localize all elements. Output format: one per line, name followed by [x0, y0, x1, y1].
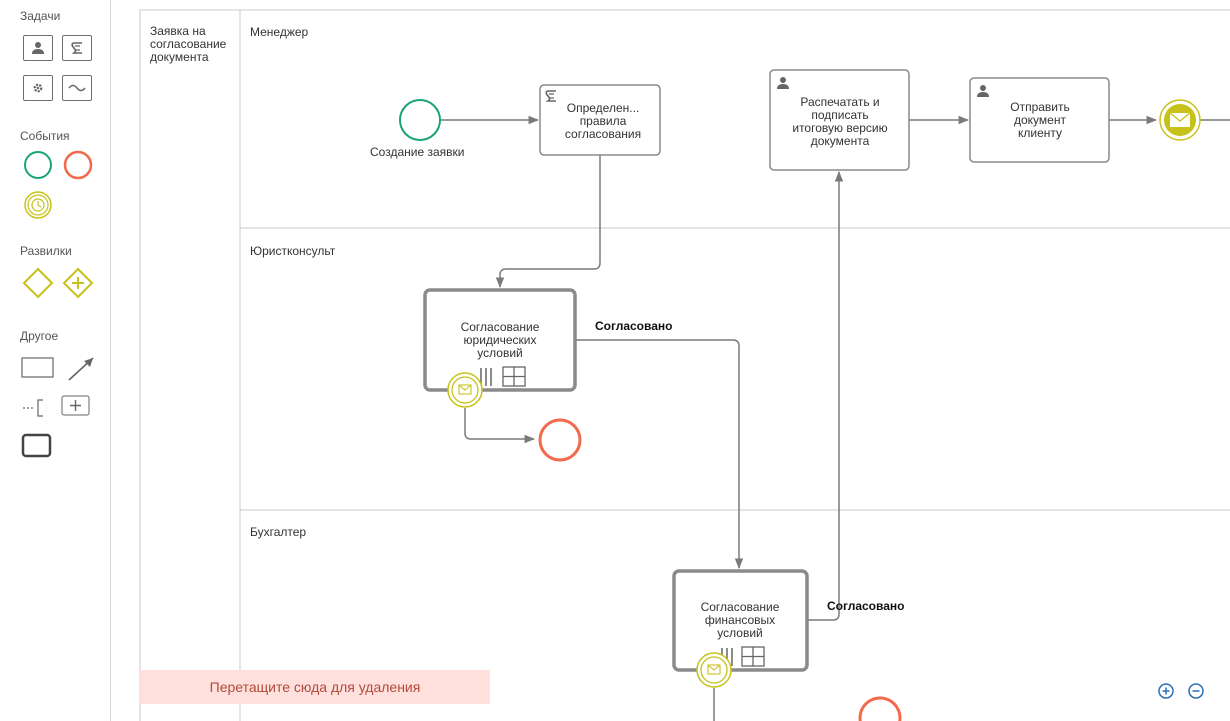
exclusive-gateway-tool[interactable]	[22, 267, 54, 299]
task-rules-shape[interactable]	[539, 84, 661, 156]
parallel-gateway-tool[interactable]	[62, 267, 94, 299]
flow-label-finance-approved: Согласовано	[827, 599, 905, 613]
task-send-label: Отправить документ клиенту	[1010, 99, 1070, 140]
group-tool[interactable]	[21, 433, 53, 459]
subprocess-finance-label: Согласование финансовых условий	[700, 599, 780, 640]
bpmn-diagram	[139, 9, 1230, 721]
flow-finance-to-print[interactable]	[807, 170, 844, 621]
end-event-legal[interactable]	[538, 418, 582, 462]
wave-icon	[68, 84, 86, 92]
user-icon	[32, 42, 44, 54]
script-icon	[545, 90, 556, 102]
task-print-label: Распечатать и подписать итоговую версию …	[792, 95, 888, 148]
flow-label-legal-approved: Согласовано	[595, 319, 673, 333]
delete-drop-zone-label: Перетащите сюда для удаления	[209, 679, 421, 695]
flow-legal-to-finance[interactable]	[575, 339, 744, 570]
palette-gateways-title: Развилки	[20, 244, 72, 258]
service-task-tool[interactable]	[23, 75, 53, 101]
subprocess-legal-shape[interactable]	[423, 288, 577, 392]
collapsed-marker-icon[interactable]	[741, 646, 765, 667]
task-print-shape[interactable]	[769, 69, 910, 171]
end-event-tool[interactable]	[63, 150, 93, 180]
flow-legal-boundary-to-end[interactable]	[464, 408, 536, 444]
lane-label-manager: Менеджер	[250, 25, 309, 39]
annotation-tool[interactable]	[21, 396, 47, 418]
element-palette: Задачи События Развилки Другое	[0, 0, 111, 721]
zoom-out-icon[interactable]	[1188, 683, 1204, 699]
user-icon	[777, 77, 789, 89]
start-event[interactable]	[399, 99, 441, 141]
subprocess-tool[interactable]	[62, 75, 92, 101]
envelope-icon	[458, 384, 472, 395]
pool-label: Заявка на согласование документа	[150, 24, 227, 64]
end-event-finance[interactable]	[858, 696, 902, 721]
finance-boundary-message-event[interactable]	[696, 652, 732, 688]
envelope-icon	[1169, 112, 1191, 127]
diagram-canvas[interactable]: Заявка на согласование документа Менедже…	[110, 0, 1230, 721]
zoom-in-icon[interactable]	[1158, 683, 1174, 699]
subprocess-finance-shape[interactable]	[672, 569, 809, 672]
palette-events-title: События	[20, 129, 70, 143]
palette-other-title: Другое	[20, 329, 59, 343]
lane-label-accountant: Бухгалтер	[250, 525, 307, 539]
collapsed-marker-icon[interactable]	[502, 366, 526, 387]
flow-rules-to-legal[interactable]	[495, 155, 601, 289]
gear-icon	[33, 83, 43, 93]
user-icon	[977, 85, 989, 97]
palette-tasks-title: Задачи	[20, 9, 61, 23]
envelope-icon	[707, 664, 721, 675]
legal-boundary-message-event[interactable]	[447, 372, 483, 408]
start-event-tool[interactable]	[23, 150, 53, 180]
subprocess-legal-label: Согласование юридических условий	[460, 319, 540, 360]
task-rules-label: Определен... правила согласования	[564, 100, 642, 141]
task-send-shape[interactable]	[969, 77, 1110, 163]
script-icon	[71, 42, 82, 54]
message-end-event[interactable]	[1159, 99, 1201, 141]
start-event-label: Создание заявки	[370, 145, 465, 159]
pool-tool[interactable]	[21, 356, 55, 380]
connector-arrow-tool[interactable]	[66, 353, 98, 383]
delete-drop-zone[interactable]: Перетащите сюда для удаления	[140, 670, 490, 704]
lane-label-lawyer: Юристконсульт	[250, 244, 336, 258]
collapsed-subprocess-tool[interactable]	[61, 394, 91, 418]
timer-event-tool[interactable]	[23, 190, 53, 220]
script-task-tool[interactable]	[62, 35, 92, 61]
user-task-tool[interactable]	[23, 35, 53, 61]
